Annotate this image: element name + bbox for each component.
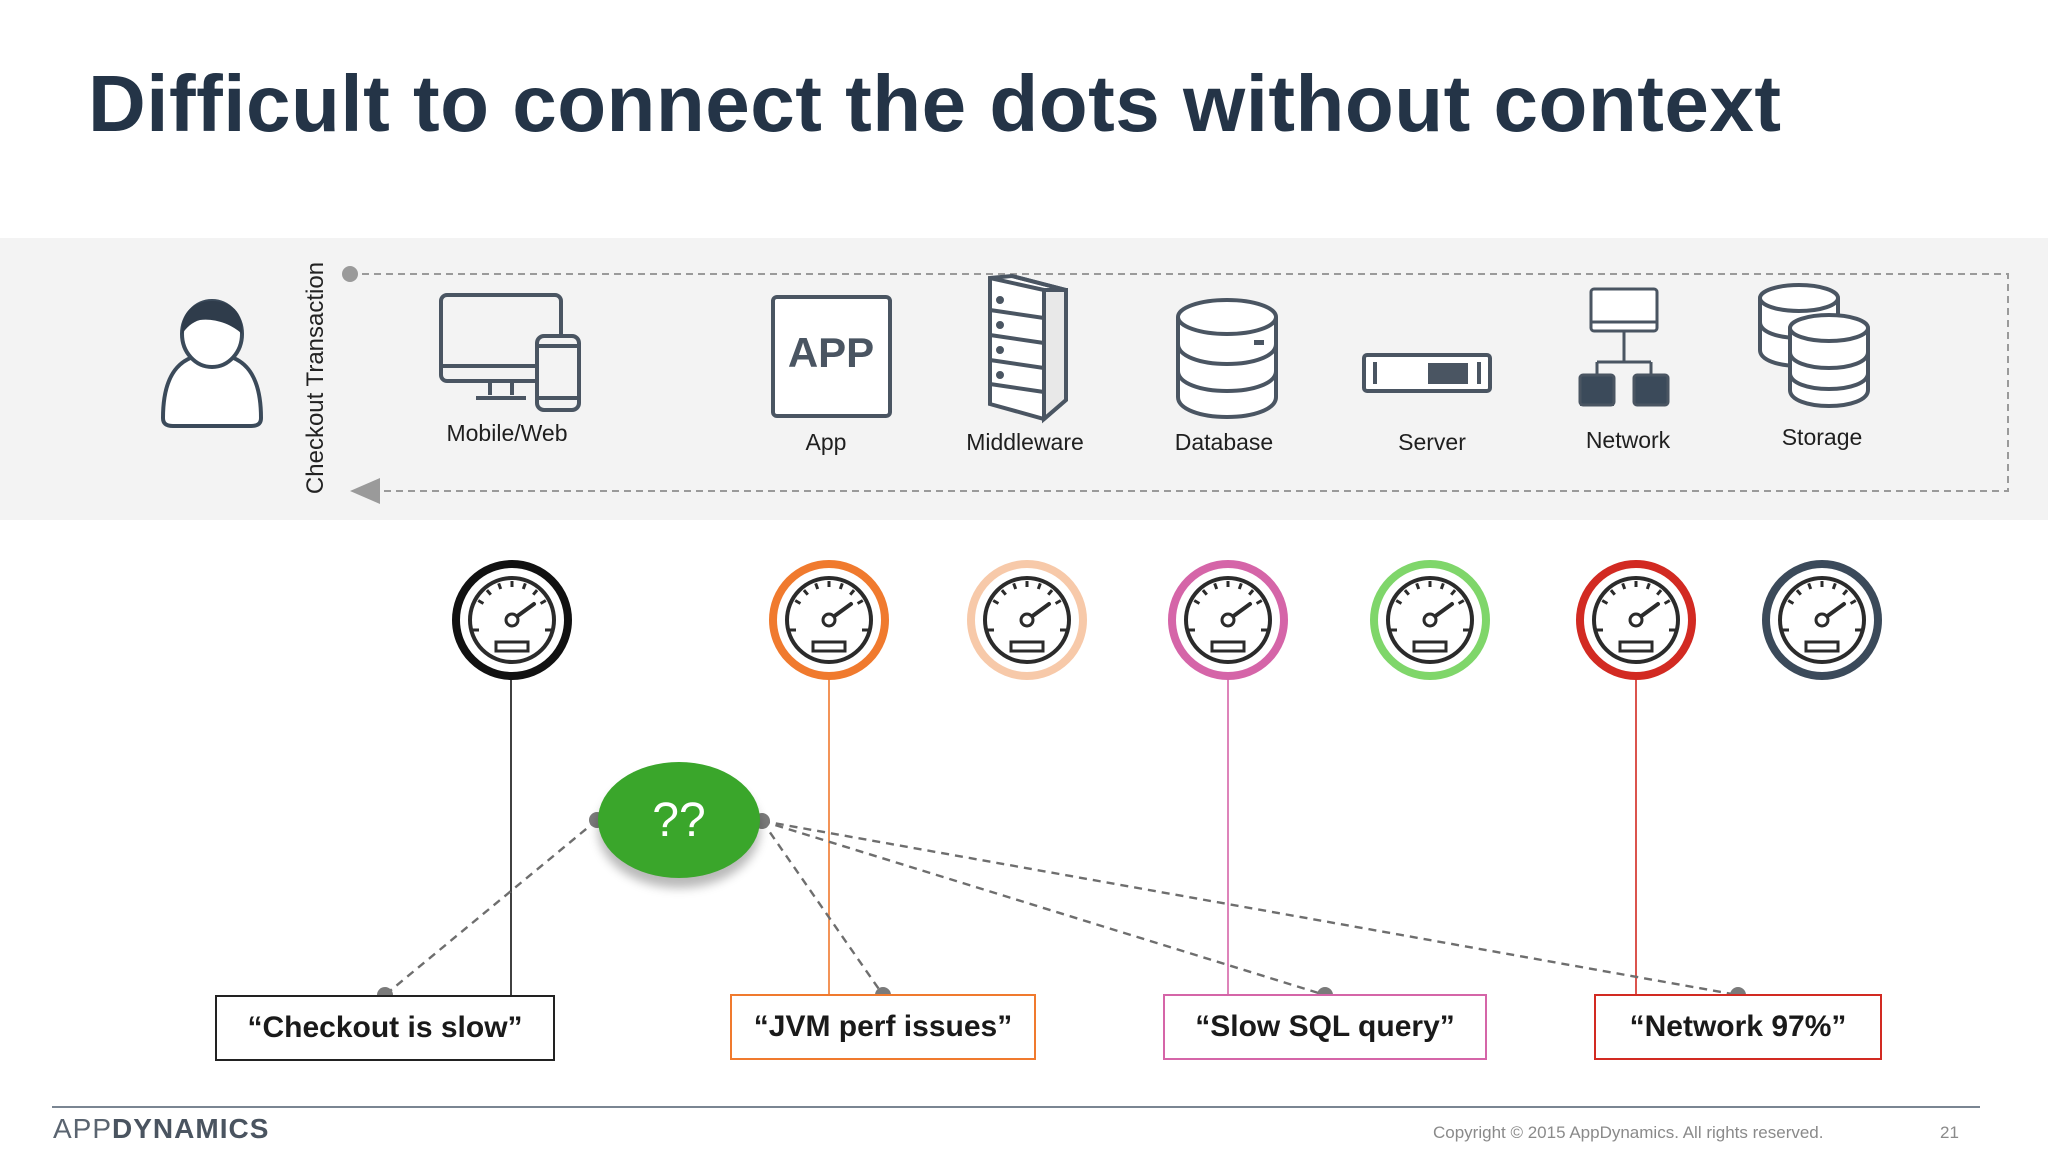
- page-number: 21: [1940, 1123, 1959, 1142]
- database-icon: [1176, 298, 1278, 420]
- transaction-flow-path: [350, 273, 2009, 492]
- flow-arrowhead: [350, 478, 380, 504]
- tier-label-mobile-web: Mobile/Web: [446, 420, 568, 446]
- gauge-drop-lines: [510, 678, 1637, 998]
- quote-slow-sql: “Slow SQL query”: [1163, 994, 1487, 1060]
- svg-text:APP: APP: [788, 329, 874, 376]
- copyright-text: Copyright © 2015 AppDynamics. All rights…: [1433, 1123, 1824, 1142]
- network-icon: [1578, 287, 1670, 407]
- question-bubble: ??: [598, 762, 760, 878]
- brand-light: APP: [53, 1113, 113, 1144]
- storage-icon: [1758, 283, 1870, 409]
- gauge-middleware-icon: [967, 560, 1087, 680]
- server-icon: [1362, 353, 1492, 393]
- gauge-storage-icon: [1762, 560, 1882, 680]
- flow-start-dot: [342, 266, 358, 282]
- middleware-icon: [988, 273, 1068, 424]
- user-icon: [160, 299, 264, 428]
- quote-checkout-slow: “Checkout is slow”: [215, 995, 555, 1061]
- tier-label-server: Server: [1398, 429, 1466, 455]
- gauge-app-icon: [769, 560, 889, 680]
- transaction-label: Checkout Transaction: [302, 261, 329, 495]
- page-title: Difficult to connect the dots without co…: [88, 59, 1782, 148]
- brand-bold: DYNAMICS: [112, 1113, 270, 1144]
- app-icon: APP: [771, 295, 892, 418]
- gauge-mobile-web-icon: [452, 560, 572, 680]
- connector-dots: [377, 812, 1746, 1003]
- tier-label-network: Network: [1585, 427, 1671, 453]
- mobile-web-icon: [439, 293, 581, 412]
- quote-network: “Network 97%”: [1594, 994, 1882, 1060]
- question-connectors: [384, 819, 1739, 997]
- brand-logo: APPDYNAMICS: [53, 1113, 269, 1145]
- tier-label-storage: Storage: [1781, 424, 1863, 450]
- gauge-database-icon: [1168, 560, 1288, 680]
- tier-label-app: App: [805, 429, 847, 455]
- gauge-server-icon: [1370, 560, 1490, 680]
- tier-label-database: Database: [1174, 429, 1274, 455]
- tier-label-middleware: Middleware: [966, 429, 1084, 455]
- footer-divider: [52, 1106, 1980, 1108]
- gauge-layer: [452, 560, 1882, 680]
- gauge-network-icon: [1576, 560, 1696, 680]
- quote-jvm-perf: “JVM perf issues”: [730, 994, 1036, 1060]
